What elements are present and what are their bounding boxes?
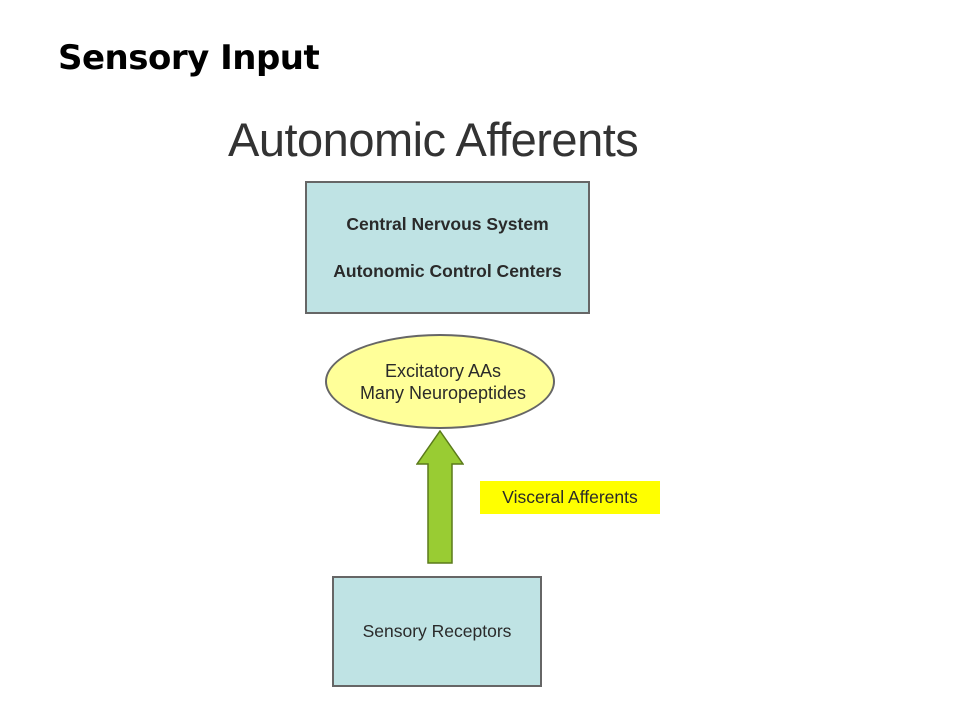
- sensory-receptors-label: Sensory Receptors: [362, 621, 512, 641]
- cns-box: Central Nervous System Autonomic Control…: [305, 181, 590, 314]
- cns-box-line2: Autonomic Control Centers: [333, 260, 562, 281]
- cns-box-line1: Central Nervous System: [346, 213, 549, 234]
- slide-title: Sensory Input: [58, 38, 320, 78]
- transmitters-ellipse: Excitatory AAs Many Neuropeptides: [325, 334, 555, 429]
- up-arrow-icon: [416, 430, 464, 564]
- transmitters-line2: Many Neuropeptides: [359, 382, 527, 403]
- transmitters-line1: Excitatory AAs: [384, 360, 502, 381]
- diagram-heading: Autonomic Afferents: [228, 113, 639, 166]
- sensory-receptors-box: Sensory Receptors: [332, 576, 542, 687]
- visceral-afferents-label: Visceral Afferents: [480, 481, 660, 514]
- up-arrow-shape: [416, 430, 464, 564]
